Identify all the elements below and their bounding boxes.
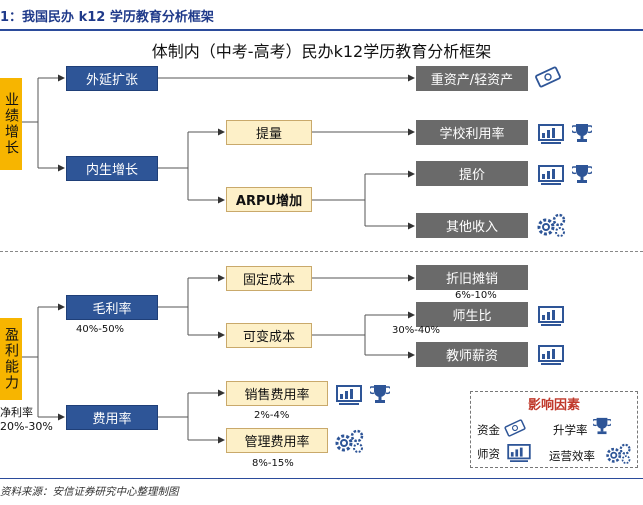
performance-growth-box: 业绩增长 <box>0 78 22 170</box>
teacher-student-ratio-box: 师生比 <box>416 302 528 327</box>
school-utilization-box: 学校利用率 <box>416 120 528 145</box>
classroom-board-icon <box>538 165 564 185</box>
classroom-board-icon <box>538 345 564 365</box>
figure-title: 1：我国民办 k12 学历教育分析框架 <box>0 10 214 25</box>
depreciation-range: 6%-10% <box>455 290 497 301</box>
classroom-board-icon <box>538 306 564 326</box>
legend-box: 影响因素 资金 升学率 师资 运营效率 <box>470 391 638 468</box>
fixed-cost-box: 固定成本 <box>226 266 312 291</box>
sales-expense-range: 2%-4% <box>254 410 290 421</box>
depreciation-box: 折旧摊销 <box>416 265 528 290</box>
trophy-icon <box>370 385 390 403</box>
volume-box: 提量 <box>226 120 312 145</box>
classroom-board-icon <box>538 124 564 144</box>
external-expansion-box: 外延扩张 <box>66 66 158 91</box>
gears-icon <box>606 443 631 464</box>
classroom-board-icon <box>336 385 362 405</box>
heavy-light-asset-box: 重资产/轻资产 <box>416 66 528 91</box>
gross-margin-box: 毛利率 <box>66 295 158 320</box>
money-icon <box>535 66 561 88</box>
price-increase-box: 提价 <box>416 161 528 186</box>
profitability-box: 盈利能力 <box>0 318 22 400</box>
gears-icon <box>335 429 364 453</box>
arpu-box: ARPU增加 <box>226 187 312 212</box>
classroom-board-icon <box>507 444 531 462</box>
legend-teachers-label: 师资 <box>477 447 500 461</box>
sales-expense-box: 销售费用率 <box>226 381 328 406</box>
section-divider <box>0 251 643 252</box>
legend-efficiency-label: 运营效率 <box>549 449 595 463</box>
net-margin-label: 净利率 <box>0 406 33 419</box>
net-margin-range: 20%-30% <box>0 420 53 433</box>
other-income-box: 其他收入 <box>416 213 528 238</box>
expense-ratio-box: 费用率 <box>66 405 158 430</box>
trophy-icon <box>572 165 592 183</box>
main-title: 体制内（中考-高考）民办k12学历教育分析框架 <box>151 42 492 61</box>
footer-rule <box>0 478 643 479</box>
legend-enrollment-label: 升学率 <box>553 423 588 437</box>
variable-cost-box: 可变成本 <box>226 323 312 348</box>
legend-capital-label: 资金 <box>477 423 500 437</box>
money-icon <box>504 419 526 437</box>
admin-expense-range: 8%-15% <box>252 458 294 469</box>
teacher-salary-box: 教师薪资 <box>416 342 528 367</box>
title-rule <box>0 29 643 31</box>
trophy-icon <box>593 417 611 435</box>
trophy-icon <box>572 124 592 142</box>
source-note: 资料来源：安信证券研究中心整理制图 <box>0 486 179 498</box>
teacher-ratio-range: 30%-40% <box>392 325 441 336</box>
internal-growth-box: 内生增长 <box>66 156 158 181</box>
legend-title: 影响因素 <box>527 398 580 413</box>
gears-icon <box>537 213 566 237</box>
admin-expense-box: 管理费用率 <box>226 428 328 453</box>
gross-margin-range: 40%-50% <box>76 324 125 335</box>
